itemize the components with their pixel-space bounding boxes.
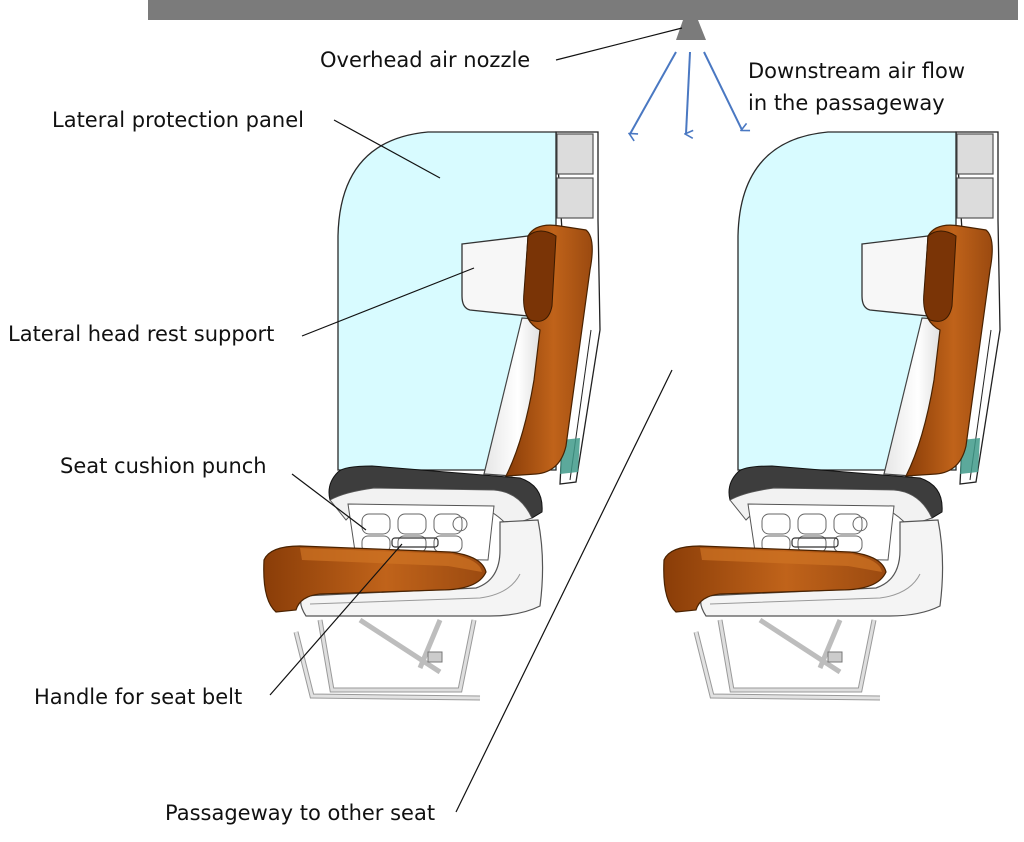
label-head-rest-support: Lateral head rest support — [8, 322, 275, 346]
label-passageway: Passageway to other seat — [165, 801, 436, 825]
label-lateral-panel: Lateral protection panel — [52, 108, 304, 132]
airflow-arrows — [630, 51, 742, 134]
label-cushion-punch: Seat cushion punch — [60, 454, 267, 478]
label-airflow-line1: Downstream air flow — [748, 59, 966, 83]
overhead-nozzle — [676, 20, 706, 40]
label-belt-handle: Handle for seat belt — [34, 685, 243, 709]
right-seat — [664, 132, 1000, 698]
left-seat — [264, 132, 600, 698]
leader-nozzle — [555, 27, 683, 61]
leader-handle — [269, 543, 403, 696]
airflow-arrow-right — [703, 51, 742, 130]
leader-headrest — [301, 267, 475, 337]
label-airflow-line2: in the passageway — [748, 91, 945, 115]
airflow-arrow-left — [630, 51, 677, 134]
leader-passageway — [455, 369, 673, 813]
leader-cushion — [291, 473, 367, 531]
airflow-arrow-center — [686, 51, 690, 134]
label-airflow: Downstream air flow in the passageway — [748, 55, 965, 119]
ceiling-bar — [148, 0, 1018, 20]
leader-panel — [333, 119, 441, 179]
label-overhead-nozzle: Overhead air nozzle — [320, 48, 531, 72]
